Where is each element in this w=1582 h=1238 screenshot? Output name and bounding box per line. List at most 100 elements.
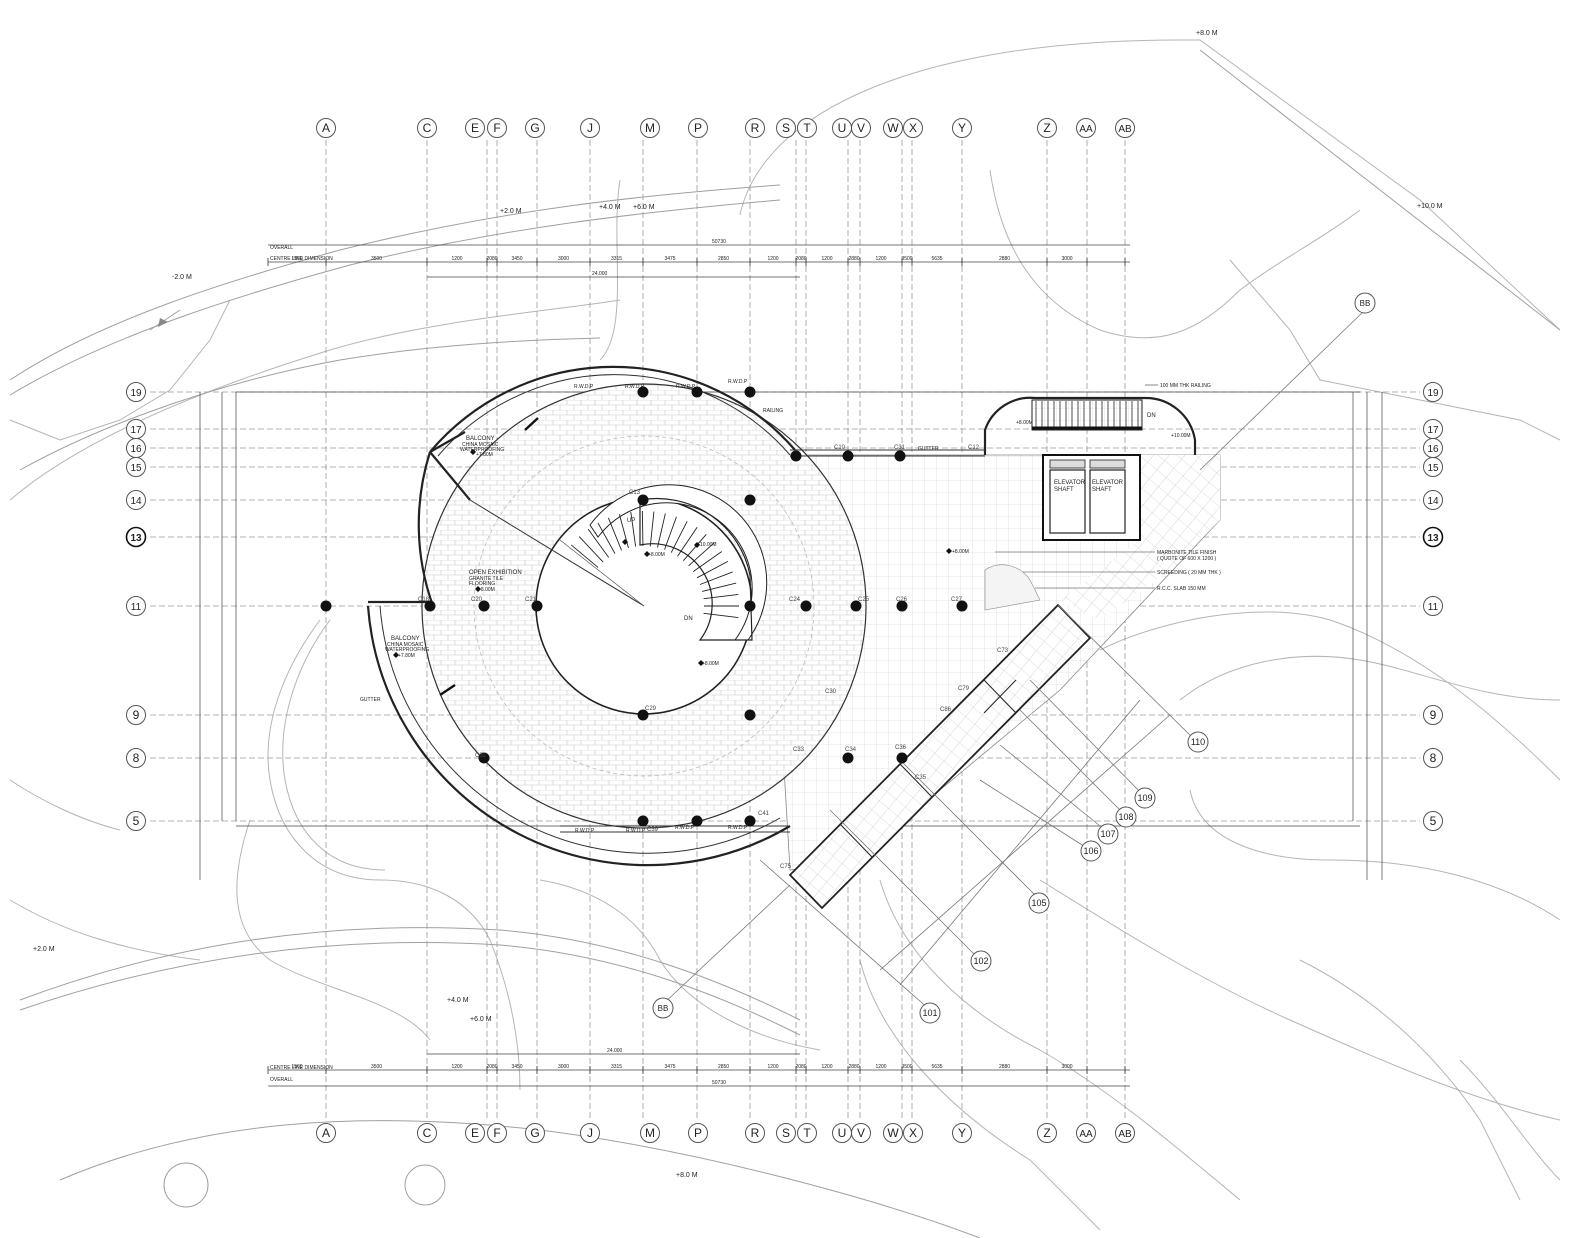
grid-bubble-label: 11: [131, 602, 142, 613]
grid-bubble-label: 16: [1427, 444, 1439, 455]
stair-tread: [683, 534, 707, 562]
grid-bubble-label: V: [857, 121, 865, 135]
dim-label-overall-bottom: OVERALL: [270, 1077, 293, 1083]
level-label: +2.0 M: [33, 946, 55, 953]
stair-tread: [699, 571, 733, 585]
grid-bubble-col-s: S: [776, 118, 796, 138]
balcony-left-finish: CHINA MOSAIC: [387, 642, 424, 648]
col-tag: C13: [629, 490, 641, 496]
section-tag-label: 102: [973, 956, 988, 966]
stair-tread: [578, 536, 604, 563]
grid-bubble-col-s: S: [776, 1123, 796, 1143]
dim-segment-value: 3500: [371, 1064, 382, 1070]
structural-columns: [320, 386, 968, 827]
grid-bubble-label: A: [322, 121, 330, 135]
dimension-string-bottom: CENTRE LINE DIMENSION OVERALL 50730 24.0…: [267, 1048, 1130, 1087]
grid-bubble-col-m: M: [640, 1123, 660, 1143]
grid-bubble-row-16: 16: [126, 438, 146, 458]
grid-bubble-row-11: 11: [1423, 596, 1443, 616]
rwdp-note: R.W.D.P: [728, 379, 748, 385]
grid-bubble-label: G: [530, 121, 539, 135]
stair-tread: [703, 612, 739, 619]
rwdp-note: R.W.D.P: [625, 384, 645, 390]
grid-bubble-col-ab: AB: [1115, 1123, 1135, 1143]
grid-bubble-label: 13: [130, 533, 142, 544]
dim-label-centre-top: CENTRE LINE DIMENSION: [270, 256, 333, 262]
level-800-note: +8.00M: [702, 661, 719, 667]
stair-tread: [649, 511, 655, 547]
grid-bubble-label: 14: [1427, 496, 1439, 507]
column-marker: [424, 600, 436, 612]
grid-bubble-label: R: [751, 121, 760, 135]
column-marker: [478, 752, 490, 764]
open-exhibition-title: OPEN EXHIBITION: [469, 570, 522, 576]
dim-value-24-bottom: 24.000: [607, 1048, 623, 1054]
grid-bubble-row-14: 14: [1423, 490, 1443, 510]
section-tag-label: 108: [1118, 812, 1133, 822]
dimension-string-top: OVERALL CENTRE LINE DIMENSION 50730 24.0…: [267, 239, 1130, 278]
grid-bubble-label: 13: [1427, 533, 1439, 544]
level-label: +6.0 M: [633, 204, 655, 211]
dim-value-overall-bottom: 50730: [712, 1080, 726, 1086]
column-marker: [744, 494, 756, 506]
grid-bubble-label: S: [782, 1126, 790, 1140]
dim-segment-value: 3000: [558, 1064, 569, 1070]
col-tag: C35: [915, 775, 927, 781]
grid-bubble-row-14: 14: [126, 490, 146, 510]
grid-bubble-col-f: F: [487, 118, 507, 138]
gutter-top-note: GUTTER: [918, 446, 939, 452]
grid-bubble-label: J: [587, 121, 593, 135]
grid-bubble-label: 17: [1427, 425, 1439, 436]
grid-bubble-col-j: J: [580, 118, 600, 138]
staircase-spiral: UP DN: [559, 484, 768, 641]
dim-segment-value: 2080: [795, 1064, 806, 1070]
dim-segment-value: 2880: [999, 256, 1010, 262]
grid-bubble-label: R: [751, 1126, 760, 1140]
column-marker: [842, 752, 854, 764]
level-1000-note: +10.00M: [697, 542, 717, 548]
grid-bubble-row-16: 16: [1423, 438, 1443, 458]
stair-dn-label: DN: [684, 616, 693, 622]
column-marker: [744, 815, 756, 827]
stair-tread: [587, 528, 610, 558]
level-1000-note: +10.00M: [1171, 433, 1191, 439]
grid-bubble-label: F: [493, 121, 500, 135]
grid-bubble-label: M: [645, 121, 655, 135]
level-label: +8.0 M: [676, 1172, 698, 1179]
balcony-left-waterproof: WATERPROOFING: [385, 647, 429, 653]
section-tag-label: 107: [1100, 829, 1115, 839]
grid-bubble-row-19: 19: [126, 382, 146, 402]
balcony-top-waterproof: WATERPROOFING: [460, 447, 504, 453]
section-tag-label: 110: [1191, 737, 1205, 747]
open-exhibition-finish: GRANITE TILE: [469, 576, 504, 582]
column-marker: [896, 752, 908, 764]
marble-tile-size-note: ( QUOTE OF 600 X 1200 ): [1157, 556, 1217, 562]
stair-tread: [703, 593, 739, 600]
dim-segment-value: 1200: [821, 1064, 832, 1070]
gutter-left-note: GUTTER: [360, 697, 381, 703]
grid-bubble-row-17: 17: [1423, 419, 1443, 439]
dim-segment-value: 3000: [1061, 256, 1072, 262]
dim-segment-value: 5635: [931, 256, 942, 262]
dim-label-centre-bottom: CENTRE LINE DIMENSION: [270, 1065, 333, 1071]
column-marker: [790, 450, 802, 462]
column-marker: [478, 600, 490, 612]
grid-bubble-label: 15: [1427, 463, 1439, 474]
column-marker: [637, 386, 649, 398]
grid-bubble-col-v: V: [851, 118, 871, 138]
section-tag-label: 105: [1031, 898, 1046, 908]
col-tag: C21: [525, 597, 537, 603]
dim-segment-value: 3500: [901, 256, 912, 262]
level-label: +10.0 M: [1417, 203, 1443, 210]
grid-bubble-col-u: U: [832, 118, 852, 138]
dim-segment-value: 2880: [999, 1064, 1010, 1070]
grid-bubble-row-15: 15: [1423, 457, 1443, 477]
grid-bubble-label: 19: [130, 388, 142, 399]
col-tag: C20: [471, 597, 483, 603]
grid-bubble-col-v: V: [851, 1123, 871, 1143]
grid-bubble-label: 15: [130, 463, 142, 474]
balcony-top-level: +7.80M: [476, 452, 493, 458]
